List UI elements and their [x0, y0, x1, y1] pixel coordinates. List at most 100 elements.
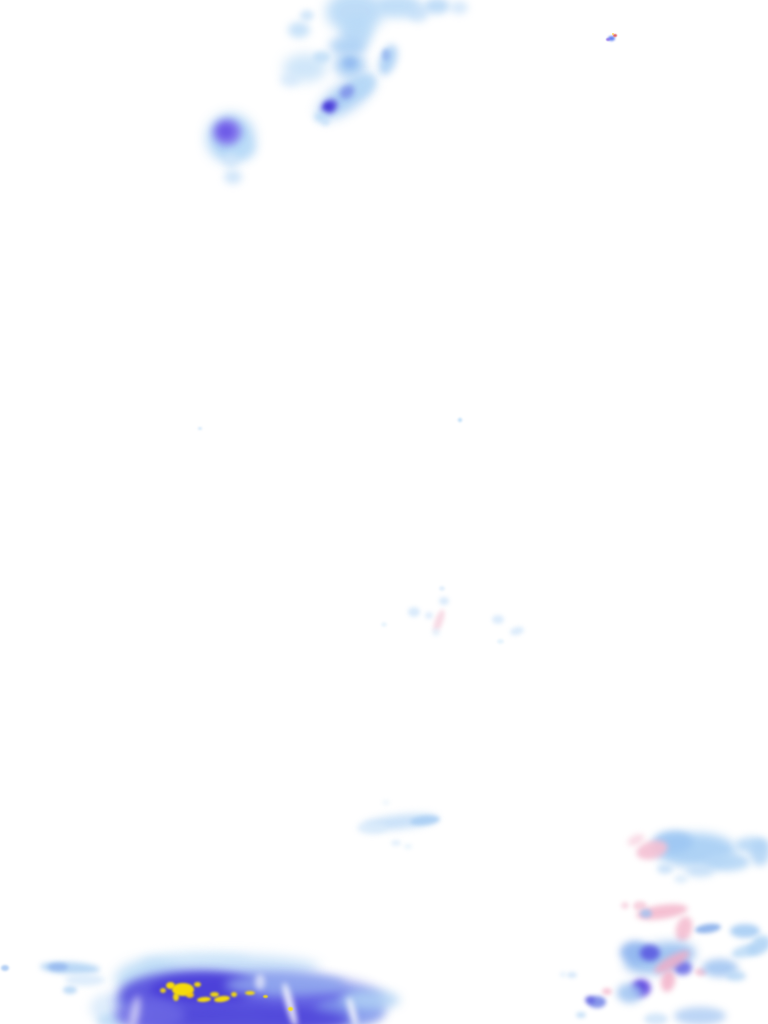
moderate-rain-echo [617, 983, 643, 1003]
light-rain-echo [496, 638, 504, 644]
light-rain-echo [344, 70, 380, 102]
clear-gap-streak [344, 996, 360, 1024]
light-rain-echo [334, 52, 366, 78]
heavy-rain-echo [213, 119, 241, 145]
light-rain-echo [576, 1012, 586, 1018]
light-rain-echo [39, 960, 101, 976]
mixed-precip-echo [634, 837, 670, 863]
light-rain-echo [231, 138, 255, 158]
moderate-rain-echo [115, 972, 385, 1024]
light-rain-echo [314, 112, 328, 122]
moderate-rain-echo [225, 974, 345, 996]
light-rain-echo [439, 585, 445, 591]
light-rain-echo [320, 118, 330, 126]
light-rain-echo [198, 426, 202, 430]
light-rain-echo [432, 628, 440, 636]
light-rain-echo [375, 42, 401, 78]
light-rain-echo [313, 51, 331, 63]
light-rain-echo [439, 597, 449, 605]
light-rain-echo [90, 993, 130, 1023]
moderate-rain-echo [1, 965, 9, 971]
moderate-rain-echo [337, 82, 357, 102]
heavy-rain-echo [674, 961, 692, 975]
moderate-rain-echo [315, 997, 385, 1024]
heavy-rain-echo [635, 982, 645, 992]
moderate-rain-echo [694, 921, 722, 935]
heavy-rain-echo [318, 95, 340, 117]
mixed-precip-echo [602, 987, 612, 995]
mixed-precip-echo [633, 901, 647, 911]
light-rain-echo [140, 952, 250, 968]
light-rain-echo [654, 833, 736, 867]
light-rain-echo [424, 0, 450, 14]
clear-gap-streak [255, 974, 265, 990]
moderate-rain-echo [48, 963, 68, 971]
light-rain-echo [361, 811, 439, 833]
heavy-rain-echo [323, 102, 333, 110]
intense-core-echo [160, 987, 166, 993]
light-rain-echo [458, 418, 462, 422]
mixed-precip-echo [621, 901, 629, 909]
clear-gap-streak [280, 981, 300, 1024]
mixed-precip-echo [431, 608, 447, 634]
light-rain-echo [726, 971, 746, 981]
intense-core-echo [213, 994, 231, 1004]
intense-core-echo [231, 991, 237, 997]
light-rain-echo [65, 974, 105, 986]
moderate-rain-echo [606, 37, 610, 41]
light-rain-echo [567, 972, 577, 978]
heavy-rain-echo [245, 987, 355, 1023]
moderate-rain-echo [343, 57, 357, 69]
heavy-rain-echo [150, 975, 260, 1005]
light-rain-echo [280, 73, 300, 87]
heavy-rain-echo [613, 33, 617, 37]
light-rain-echo [407, 4, 429, 22]
light-rain-echo [657, 864, 673, 874]
heavy-rain-echo [130, 1005, 350, 1024]
intense-core-echo [186, 992, 194, 998]
light-rain-echo [115, 960, 185, 1000]
light-rain-echo [425, 611, 433, 619]
light-rain-echo [492, 614, 504, 624]
heavy-rain-echo [640, 945, 660, 961]
light-rain-echo [744, 937, 768, 959]
light-rain-echo [408, 607, 420, 617]
heavy-rain-echo [115, 1000, 185, 1024]
intense-core-echo [287, 1007, 293, 1011]
mixed-precip-echo [651, 946, 693, 978]
light-rain-echo [300, 9, 314, 21]
light-rain-echo [750, 840, 768, 866]
moderate-rain-echo [640, 908, 652, 918]
heavy-rain-echo [585, 996, 595, 1004]
light-rain-echo [283, 54, 327, 82]
moderate-rain-echo [702, 959, 738, 977]
intense-core-echo [612, 33, 614, 35]
heavy-rain-echo [219, 124, 233, 138]
mixed-precip-echo [659, 968, 677, 994]
light-rain-echo [674, 1007, 726, 1024]
heavy-rain-echo [631, 979, 651, 997]
moderate-rain-echo [382, 49, 390, 61]
intense-core-echo [172, 982, 194, 996]
light-rain-echo [288, 22, 310, 38]
light-rain-echo [381, 621, 387, 627]
light-rain-echo [375, 0, 421, 18]
mixed-precip-echo [635, 901, 689, 923]
light-rain-echo [509, 625, 525, 637]
light-rain-echo [409, 813, 441, 827]
clear-gap-streak [128, 994, 142, 1024]
light-rain-echo [341, 17, 373, 47]
light-rain-echo [730, 924, 760, 938]
intense-core-echo [193, 981, 201, 987]
light-rain-echo [735, 837, 768, 853]
light-rain-echo [560, 971, 566, 977]
light-rain-echo [326, 0, 384, 33]
light-rain-echo [404, 843, 412, 849]
mixed-precip-echo [672, 914, 696, 944]
light-rain-echo [450, 0, 468, 14]
light-rain-echo [644, 1013, 668, 1024]
light-rain-echo [685, 865, 715, 877]
light-rain-echo [382, 799, 390, 805]
light-rain-echo [340, 990, 400, 1010]
light-rain-echo [704, 853, 750, 871]
